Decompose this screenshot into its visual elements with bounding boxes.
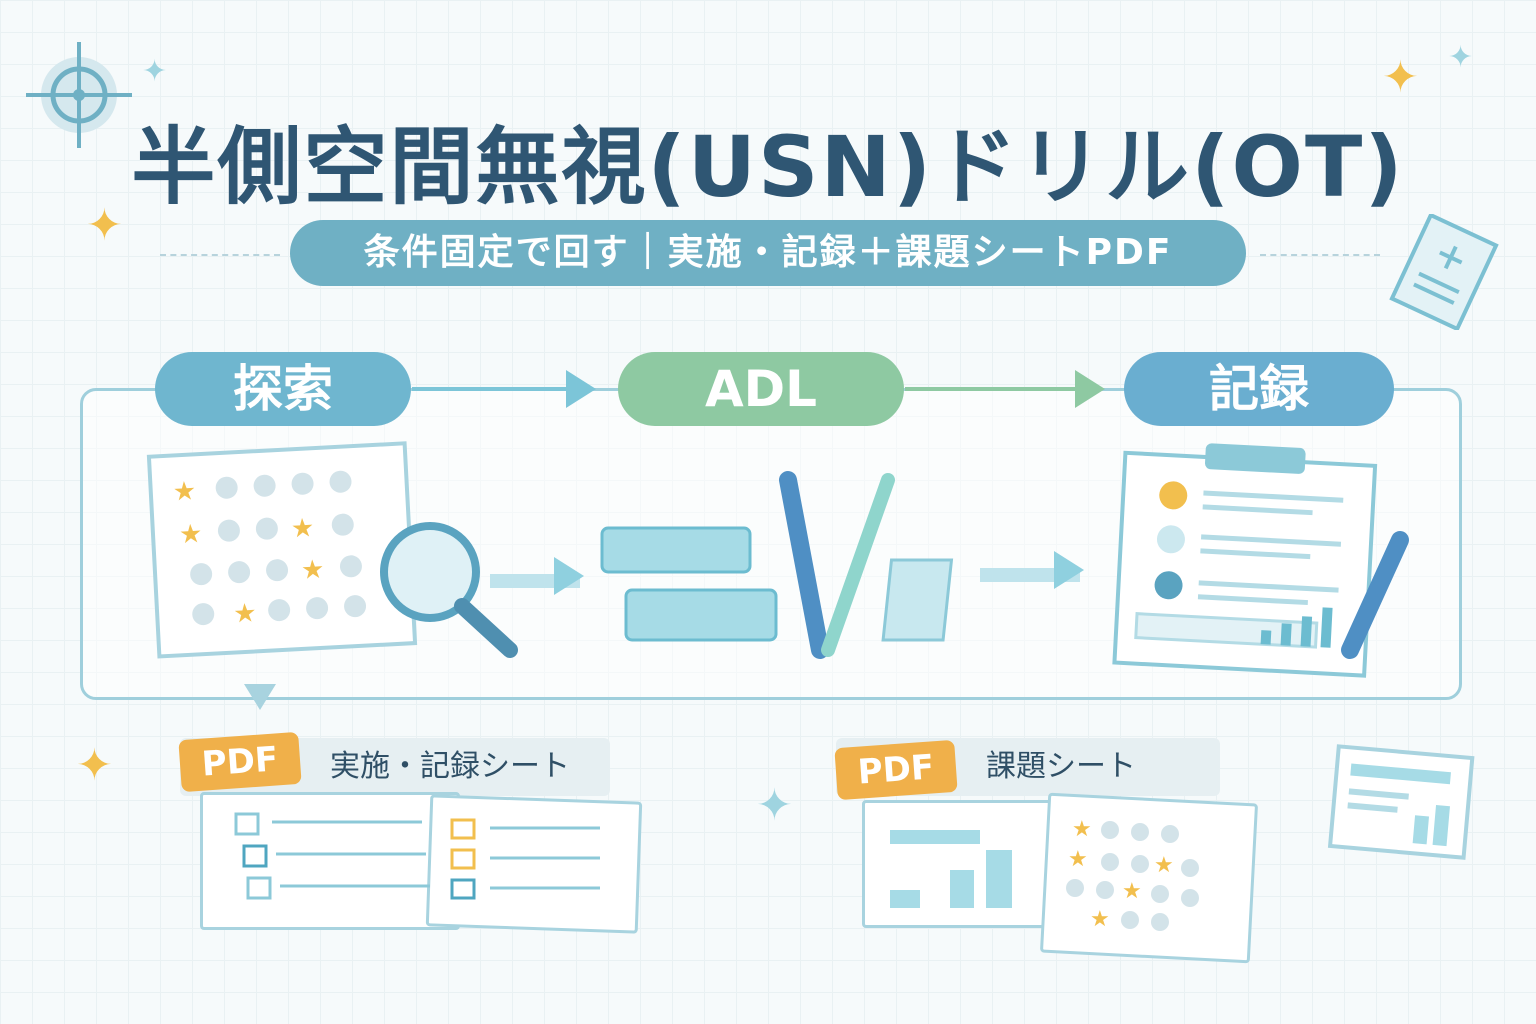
svg-text:★: ★ bbox=[300, 555, 325, 586]
svg-text:★: ★ bbox=[1068, 847, 1088, 872]
divider bbox=[160, 254, 280, 256]
sparkle-icon: ✦ bbox=[1448, 40, 1474, 75]
svg-text:★: ★ bbox=[233, 598, 258, 629]
sparkle-icon: ✦ bbox=[86, 200, 123, 251]
sparkle-icon: ✦ bbox=[1382, 52, 1419, 103]
arrow-icon bbox=[905, 370, 1105, 408]
chart-document-icon bbox=[1327, 744, 1475, 860]
pdf-sheet-label: 実施・記録シート bbox=[330, 749, 570, 784]
subtitle-banner: 条件固定で回す｜実施・記録＋課題シートPDF bbox=[290, 220, 1246, 286]
arrow-icon bbox=[980, 551, 1084, 589]
document-icon bbox=[1389, 214, 1499, 330]
svg-text:★: ★ bbox=[290, 513, 315, 544]
step-adl: ADL bbox=[618, 352, 904, 426]
svg-text:★: ★ bbox=[172, 476, 197, 507]
sparkle-icon: ✦ bbox=[76, 740, 113, 791]
svg-text:★: ★ bbox=[178, 519, 203, 550]
divider bbox=[1260, 254, 1380, 256]
checklist-lines bbox=[234, 812, 600, 900]
clipboard-illustration bbox=[1112, 443, 1409, 678]
page-title: 半側空間無視(USN)ドリル(OT) bbox=[131, 118, 1405, 216]
arrow-icon bbox=[490, 557, 584, 595]
pdf-badge: PDF bbox=[834, 739, 958, 801]
svg-text:★: ★ bbox=[1072, 817, 1092, 842]
svg-text:★: ★ bbox=[1122, 879, 1142, 904]
svg-text:★: ★ bbox=[1154, 853, 1174, 878]
search-grid-illustration: ★ ★ ★ ★ ★ bbox=[146, 441, 518, 659]
target-icon bbox=[26, 42, 132, 148]
step-record: 記録 bbox=[1124, 352, 1394, 426]
pdf-sheet-label: 課題シート bbox=[986, 749, 1136, 784]
svg-text:★: ★ bbox=[1090, 907, 1110, 932]
step-explore: 探索 bbox=[155, 352, 411, 426]
arrow-icon bbox=[412, 370, 596, 408]
pdf-badge: PDF bbox=[178, 731, 302, 793]
sparkle-icon: ✦ bbox=[756, 780, 793, 831]
task-sheet-content: ★ ★ ★ ★ ★ bbox=[890, 817, 1199, 932]
sparkle-icon: ✦ bbox=[142, 54, 168, 89]
pointer-triangle bbox=[244, 684, 276, 710]
adl-tools-illustration bbox=[600, 471, 954, 659]
